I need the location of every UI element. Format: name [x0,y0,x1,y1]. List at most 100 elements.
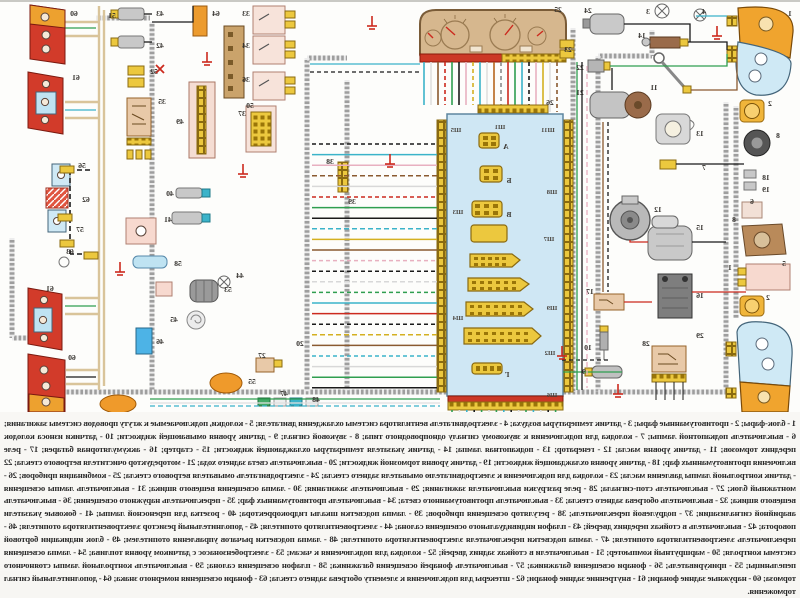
num-label-text: 12 [654,205,662,214]
num-label-text: 60 [68,353,76,362]
generator [609,195,651,241]
num-label-text: 28 [642,339,650,348]
cabin-lamp [132,255,168,269]
high-mount-brake-light [192,5,208,37]
num-label-text: 56 [78,161,86,170]
washer-pump-motor [582,13,625,35]
foglamp-bottom [739,295,765,317]
cluster-lower-connector [477,104,549,114]
num-label-text: 35 [158,97,166,106]
blk-letter-text: В [506,210,511,219]
foglamp-top [739,99,765,123]
num-label-text: 60 [70,9,78,18]
trunk-lamp-switch [155,281,173,297]
tail-lamp-outer-top [29,4,66,65]
num-label-text: 57 [76,225,84,234]
component-number-labels: 6061566257636160434264515235495033343637… [46,5,792,404]
horn-top [743,129,771,157]
fan-motor-symbols [654,3,707,22]
num-label-text: 37 [238,109,246,118]
heater-resistor [186,310,206,330]
cluster-wires [423,62,558,112]
num-label-text: 15 [696,223,704,232]
cigarette-lighter [209,372,243,394]
num-label-text: 16 [696,291,704,300]
block-left-pin-strip [436,119,447,393]
left-colored-taps [65,27,96,378]
num-label-text: 10 [584,343,592,352]
wiring-diagram: 6061566257636160434264515235495033343637… [9,3,794,414]
block-bottom-red-strip [447,395,564,403]
dashboard-wire-mesh [312,143,437,389]
num-label-text: 21 [576,88,584,97]
dimmer-connector [337,161,349,193]
socket-symbol [58,256,70,268]
right-small-sensors [741,169,763,219]
num-label-text: 8 [732,215,736,224]
rear-washer-connector [559,39,575,59]
pad-wear-sensor [599,325,609,360]
oil-level-sensor [653,52,692,94]
num-label-text: 47 [280,389,288,398]
clock-connector [127,65,145,88]
num-label-text: 49 [176,117,184,126]
num-label-text: 7 [702,163,706,172]
num-label-text: 4 [702,7,706,16]
pillar-switch-cylinders [171,187,211,225]
small-bottom-connectors [257,397,319,407]
cigarette-lighter-lower [99,394,137,414]
num-label-text: 44 [236,271,244,280]
sh-label-text: Ш8 [546,189,557,196]
num-label-text: 40 [166,189,174,198]
route-computer [223,25,245,99]
blk-letter-text: А [503,142,509,151]
headlamp-bottom [725,321,793,413]
num-label-text: 62 [82,195,90,204]
num-label-text: 42 [156,41,164,50]
sh-label-text: Ш3 [452,209,463,216]
tail-lamp-inner-bottom [27,287,63,351]
instrument-cluster [419,9,567,63]
ignition-relay [651,345,687,400]
sh-label-text: Ш4 [452,315,463,322]
num-label-text: 45 [170,315,178,324]
num-label-text: 64 [212,9,220,18]
trunk-and-plate-lamps [45,163,99,268]
red-x-mark [155,64,165,74]
num-label-text: 9 [582,367,586,376]
num-label-text: 53 [224,285,232,294]
num-label-text: 38 [326,157,334,166]
misc-wires [144,6,746,407]
wiper-motor [589,91,652,119]
ignition-harness-connector [737,263,791,291]
battery [657,273,693,319]
tail-lamp-inner-top [27,71,64,135]
headlamp-top [726,6,794,96]
trunk-lamp-box [125,217,157,245]
num-label-text: 22 [576,63,584,72]
num-label-text: 34 [242,41,250,50]
horn-bottom [741,223,787,257]
defroster-element [45,187,69,209]
num-label-text: 41 [164,215,172,224]
starter [647,215,693,261]
num-label-text: 61 [72,73,80,82]
num-label-text: 39 [348,197,356,206]
num-label-text: 13 [696,129,704,138]
num-label-text: 11 [650,83,657,92]
underhood-lamp [655,113,695,145]
num-label-text: 18 [762,173,770,182]
num-label-text: 20 [296,339,304,348]
sh-label-text: Ш1 [495,124,506,131]
block-bottom-pin-strip [447,401,564,411]
oil-pressure-sensor [587,59,611,73]
block-right-pin-strip [563,119,574,393]
num-label-text: 58 [174,259,182,268]
num-label-text: 2 [768,99,772,108]
heater-switch [135,327,153,355]
tan-wire-bundle [65,6,106,390]
